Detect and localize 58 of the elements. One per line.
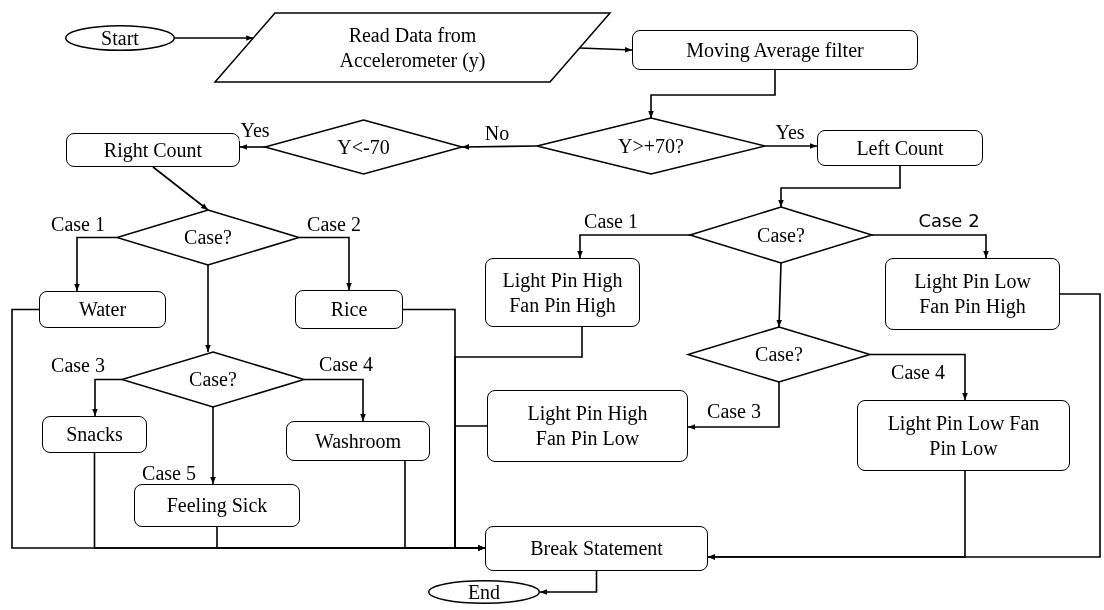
arrow xyxy=(871,234,989,259)
terminal-oval xyxy=(65,25,175,51)
node-label: End xyxy=(467,579,501,605)
arrow xyxy=(152,166,209,211)
node-label: Light Pin High Fan Pin High xyxy=(501,267,624,318)
node-label: Feeling Sick xyxy=(166,493,268,518)
process-box xyxy=(39,291,166,328)
node-label: Light Pin Low Fan Pin High xyxy=(913,269,1032,319)
node-label: Read Data from Accelerometer (y) xyxy=(338,22,487,73)
node-label: Y>+70? xyxy=(618,133,684,159)
decision-diamond xyxy=(122,352,304,407)
process-box xyxy=(857,400,1070,471)
node-label: Snacks xyxy=(66,422,123,447)
node-label: Case? xyxy=(184,225,232,250)
arrow xyxy=(648,69,776,119)
decision-diamond xyxy=(537,118,765,174)
process-box xyxy=(66,133,240,167)
node-label: Break Statement xyxy=(530,536,663,561)
process-box xyxy=(885,258,1060,330)
node-label: Washroom xyxy=(314,428,402,454)
node-label: Case? xyxy=(189,367,237,392)
process-box xyxy=(42,416,147,453)
arrow xyxy=(454,425,488,551)
node-label: Y<-70 xyxy=(337,134,390,160)
arrow xyxy=(776,262,782,328)
process-box xyxy=(487,390,688,462)
process-box xyxy=(295,290,403,329)
arrow xyxy=(205,264,211,353)
process-box xyxy=(632,30,918,70)
arrow xyxy=(239,144,266,150)
node-label: Rice xyxy=(330,297,368,322)
process-box xyxy=(286,421,430,461)
node-label: Left Count xyxy=(856,135,944,161)
node-label: Start xyxy=(101,25,139,51)
input-parallelogram xyxy=(215,13,610,82)
node-label: Moving Average filter xyxy=(686,37,864,63)
node-label: Right Count xyxy=(103,137,203,163)
process-box xyxy=(485,526,708,571)
node-label: Light Pin Low Fan Pin Low xyxy=(886,410,1041,461)
process-box xyxy=(817,130,983,166)
arrow xyxy=(687,381,780,430)
arrow xyxy=(577,234,691,259)
node-label: Water xyxy=(78,297,127,322)
arrow xyxy=(539,570,598,595)
process-box xyxy=(485,258,640,327)
arrow xyxy=(778,165,901,208)
arrow xyxy=(210,406,216,485)
terminal-oval xyxy=(428,580,540,604)
decision-diamond xyxy=(117,210,299,265)
arrow xyxy=(461,144,538,150)
decision-diamond xyxy=(690,207,872,263)
node-label: Case? xyxy=(757,222,805,248)
process-box xyxy=(134,484,300,527)
node-label: Case? xyxy=(755,342,803,367)
arrow xyxy=(707,293,1101,560)
arrow xyxy=(764,143,818,149)
node-label: Light Pin High Fan Pin Low xyxy=(526,401,649,451)
decision-diamond xyxy=(688,327,870,382)
